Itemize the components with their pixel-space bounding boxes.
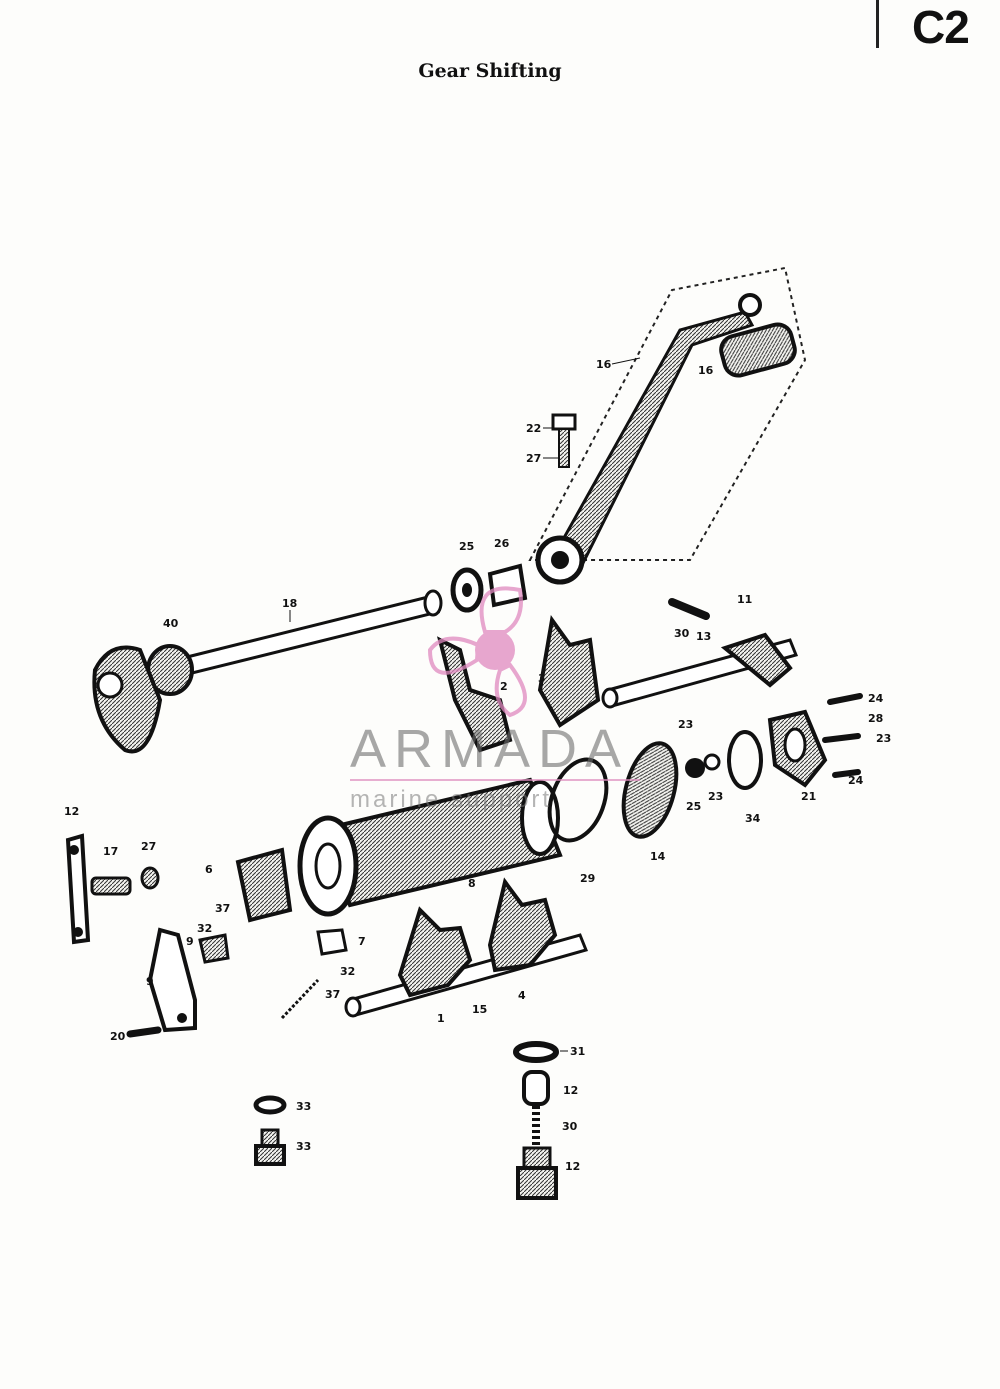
callout-label: 27 (141, 840, 156, 853)
shift-fork-3 (537, 614, 601, 728)
callout-label: 16 (698, 364, 714, 377)
washer-33 (253, 1095, 287, 1115)
callout-label: 12 (64, 805, 79, 818)
callout-label: 25 (459, 540, 474, 553)
callout-label: 31 (570, 1045, 585, 1058)
callout-label: 14 (650, 850, 666, 863)
gasket-31 (513, 1041, 559, 1063)
shift-fork-1 (397, 906, 473, 998)
pin-30 (668, 598, 710, 620)
propeller-icon (427, 586, 527, 718)
shift-pedal (535, 293, 762, 585)
callout-label: 1 (437, 1012, 445, 1025)
callout-label: 13 (696, 630, 711, 643)
callout-label: 25 (686, 800, 701, 813)
callout-label: 23 (876, 732, 891, 745)
callout-label: 17 (103, 845, 118, 858)
pin-7 (316, 928, 348, 956)
callout-label: 6 (205, 863, 213, 876)
pedal-bolt (551, 413, 577, 468)
callout-label: 29 (580, 872, 595, 885)
callout-label: 12 (563, 1084, 578, 1097)
callout-labels: 16 16 22 27 25 26 18 40 30 11 13 2 3 24 … (64, 357, 891, 1173)
callout-label: 2 (500, 680, 508, 693)
callout-label: 20 (110, 1030, 126, 1043)
arm-9 (147, 927, 197, 1033)
pin-17 (90, 876, 132, 896)
callout-label: 24 (868, 692, 884, 705)
shift-drum (297, 777, 563, 917)
watermark-brand: ARMADA (350, 719, 630, 779)
callout-label: 27 (526, 452, 541, 465)
callout-label: 8 (468, 877, 476, 890)
watermark-divider (350, 779, 640, 781)
page-code: C2 (912, 1, 970, 53)
callout-label: 7 (358, 935, 366, 948)
pedal-rubber (719, 322, 797, 378)
callout-label: 40 (163, 617, 179, 630)
callout-label: 23 (708, 790, 723, 803)
callout-label: 16 (596, 358, 612, 371)
callout-label: 30 (562, 1120, 578, 1133)
washer-27b (140, 866, 160, 890)
callout-label: 30 (674, 627, 690, 640)
plunger-12 (522, 1070, 550, 1106)
shift-fork-4 (487, 877, 558, 973)
gear-shift-shaft (92, 589, 443, 754)
cam-plate-14 (621, 741, 679, 839)
callout-label: 33 (296, 1100, 311, 1113)
callout-label: 4 (518, 989, 526, 1002)
gasket-28 (547, 757, 609, 843)
callout-label: 21 (801, 790, 816, 803)
fork-shaft-13 (601, 632, 799, 709)
callout-label: 32 (197, 922, 212, 935)
cover-21 (767, 709, 828, 788)
shift-fork-2 (437, 636, 513, 753)
callout-label: 32 (340, 965, 355, 978)
callout-label: 34 (745, 812, 761, 825)
bolt-33 (254, 1128, 286, 1166)
callout-label: 24 (848, 774, 864, 787)
callout-label: 11 (737, 593, 752, 606)
callout-label: 28 (868, 712, 883, 725)
callout-label: 22 (526, 422, 541, 435)
callout-label: 23 (678, 718, 693, 731)
o-ring-34 (727, 730, 763, 790)
spring-37 (280, 978, 320, 1020)
callout-label: 18 (282, 597, 297, 610)
bushing-26 (487, 563, 528, 608)
callout-label: 9 (146, 975, 154, 988)
pedal-group-outline (528, 266, 807, 561)
callout-label: 26 (494, 537, 510, 550)
callout-label: 37 (215, 902, 230, 915)
page-edge-mark (876, 0, 879, 48)
plug-12 (516, 1146, 558, 1200)
pawl-8 (198, 933, 230, 964)
watermark-tagline: marine support (350, 786, 553, 813)
callout-label: 12 (565, 1160, 580, 1173)
bolt-20 (126, 1026, 162, 1038)
callout-label: 15 (472, 1003, 487, 1016)
stopper-23 (685, 753, 721, 778)
callout-label: 9 (186, 935, 194, 948)
page-title: Gear Shifting (418, 60, 562, 82)
stopper-plate-13 (65, 833, 91, 945)
pawl-holder-6 (235, 847, 293, 923)
callout-label: 3 (538, 672, 546, 685)
callout-label: 37 (325, 988, 340, 1001)
callout-label: 33 (296, 1140, 311, 1153)
